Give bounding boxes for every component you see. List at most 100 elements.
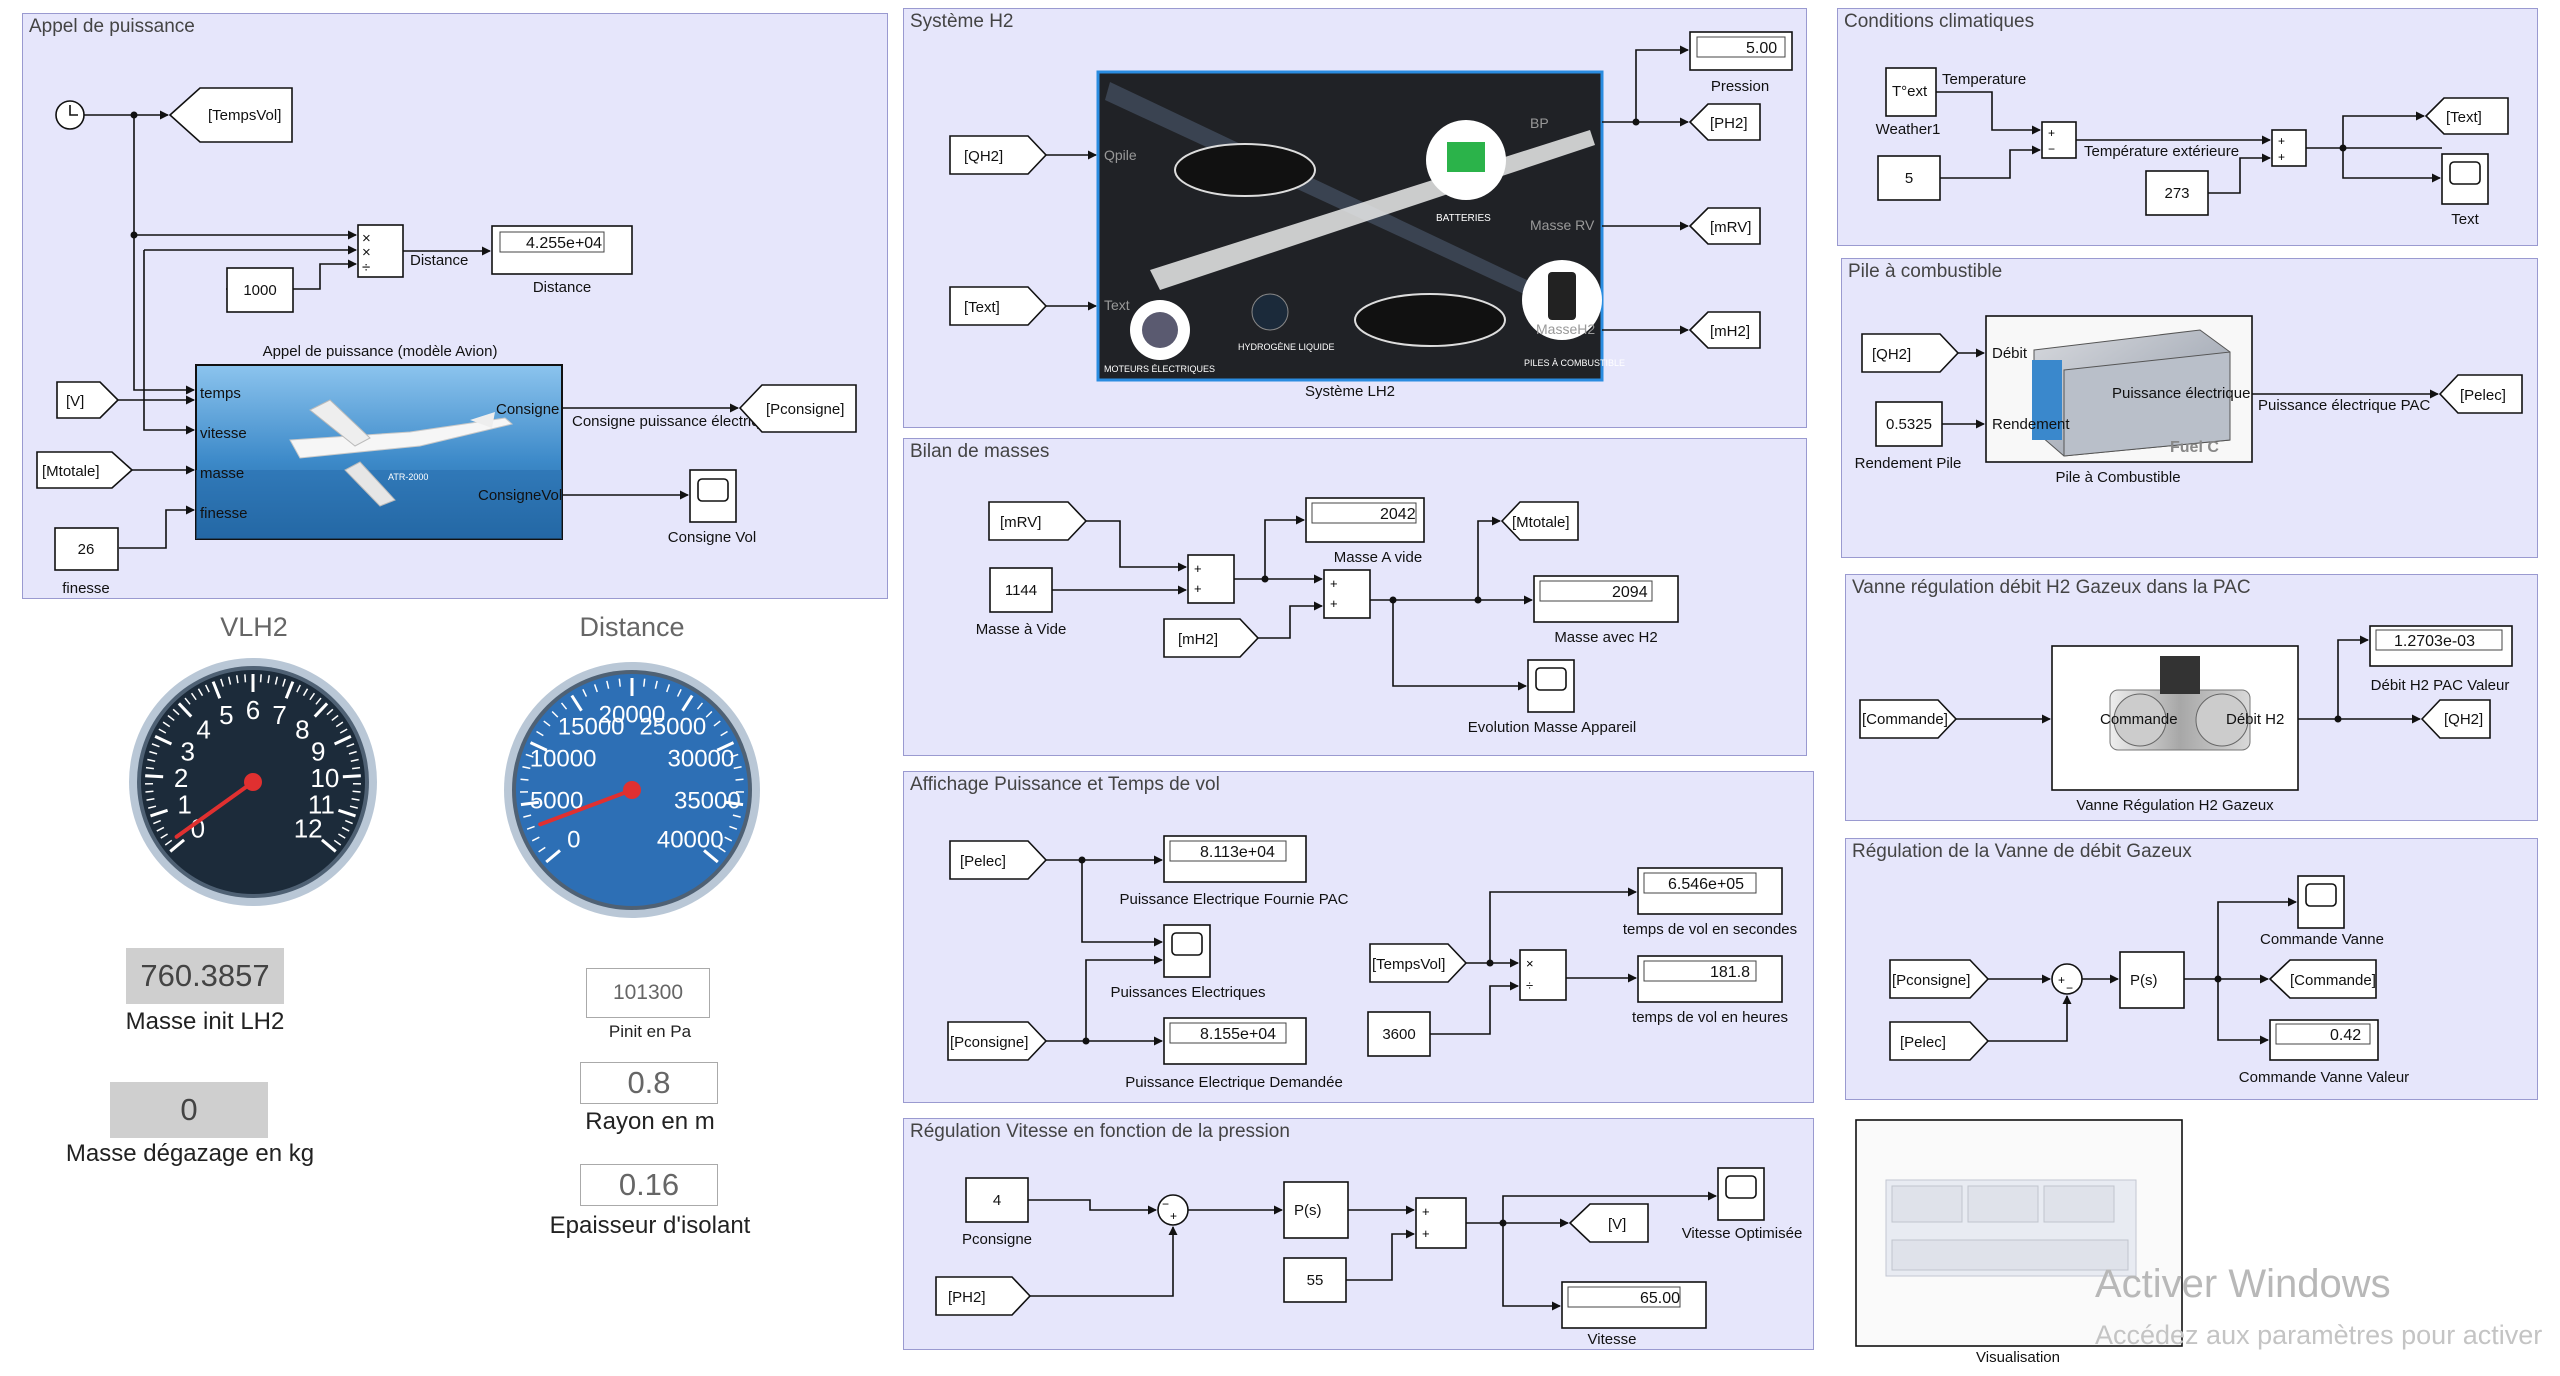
display-pression[interactable]: 5.00	[1689, 31, 1793, 71]
visualisation-block[interactable]	[1855, 1119, 2183, 1347]
sum-block-2[interactable]: ++	[2271, 129, 2307, 167]
display-commande[interactable]: 0.42	[2269, 1019, 2379, 1061]
scope-commande-vanne[interactable]	[2297, 875, 2345, 929]
goto-pelec[interactable]: [Pelec]	[2438, 374, 2523, 414]
const-1000[interactable]: 1000	[226, 267, 294, 313]
scope-consigne-vol[interactable]	[689, 469, 737, 523]
gauge-tick	[543, 720, 551, 727]
display-pdemandee[interactable]: 8.155e+04	[1163, 1017, 1307, 1065]
goto-mh2[interactable]: [mH2]	[1688, 311, 1761, 349]
block-caption: Visualisation	[1976, 1349, 2060, 1366]
sum-circle-vanne[interactable]: +−	[2051, 963, 2083, 995]
from-tempsvol-aff[interactable]: [TempsVol]	[1369, 943, 1468, 983]
area-title: Régulation Vitesse en fonction de la pre…	[910, 1121, 1290, 1142]
goto-text[interactable]: [Text]	[2424, 97, 2509, 135]
divide-block[interactable]: ×÷	[1519, 949, 1567, 1001]
const-1144[interactable]: 1144	[989, 567, 1053, 613]
weather-block[interactable]: T°ext	[1885, 67, 1937, 117]
from-pelec-aff[interactable]: [Pelec]	[949, 840, 1048, 880]
product-block[interactable]: ××÷	[357, 224, 404, 278]
goto-tempsvol[interactable]: [TempsVol]	[168, 87, 293, 143]
subsystem-vanne[interactable]	[2051, 645, 2299, 791]
display-distance[interactable]: 4.255e+04	[491, 225, 633, 275]
gauge-tick	[145, 774, 164, 779]
goto-ph2[interactable]: [PH2]	[1688, 103, 1761, 141]
const-label: 4	[993, 1192, 1001, 1209]
scope-puissances[interactable]	[1163, 924, 1211, 978]
pid-block-vanne[interactable]: P(s)	[2119, 951, 2185, 1009]
from-mh2[interactable]: [mH2]	[1163, 618, 1260, 658]
clock-block[interactable]	[55, 100, 85, 130]
const-3600[interactable]: 3600	[1367, 1011, 1431, 1057]
from-pelec-reg[interactable]: [Pelec]	[1889, 1021, 1990, 1061]
gauge-tick	[720, 730, 728, 737]
from-ph2[interactable]: [PH2]	[935, 1276, 1032, 1316]
subsystem-appel-puissance[interactable]: ATR-2000	[195, 364, 563, 540]
subsystem-pac[interactable]: Fuel C	[1985, 315, 2253, 463]
degazage-display[interactable]: 0	[110, 1082, 268, 1138]
from-qh2[interactable]: [QH2]	[949, 135, 1048, 175]
gauge-tick	[331, 714, 339, 722]
from-text[interactable]: [Text]	[949, 286, 1048, 326]
subsystem-title: Appel de puissance (modèle Avion)	[263, 343, 498, 360]
gauge-tick	[718, 846, 726, 853]
scope-caption: Evolution Masse Appareil	[1468, 719, 1636, 736]
display-tsec[interactable]: 6.546e+05	[1637, 867, 1783, 915]
from-pconsigne-reg[interactable]: [Pconsigne]	[1889, 959, 1990, 999]
from-v[interactable]: [V]	[56, 381, 120, 419]
gauge-tick-label: 30000	[668, 745, 735, 772]
display-debit[interactable]: 1.2703e-03	[2369, 625, 2513, 667]
sum-vitesse[interactable]: ++	[1415, 1197, 1467, 1249]
goto-mtotale[interactable]: [Mtotale]	[1500, 501, 1579, 541]
svg-text:+: +	[1194, 561, 1202, 576]
from-mtotale[interactable]: [Mtotale]	[36, 451, 134, 489]
goto-mrv[interactable]: [mRV]	[1688, 207, 1761, 245]
signal-label: Consigne puissance électrique	[572, 413, 776, 430]
display-masse-avec-h2[interactable]: 2094	[1533, 575, 1679, 623]
gauge-tick	[148, 805, 157, 809]
pinit-label: Pinit en Pa	[608, 1022, 692, 1041]
masse-init-display[interactable]: 760.3857	[126, 948, 284, 1004]
goto-qh2-vanne[interactable]: [QH2]	[2420, 699, 2491, 739]
epaisseur-display[interactable]: 0.16	[580, 1164, 718, 1206]
display-label: temps de vol en heures	[1632, 1009, 1788, 1026]
goto-pconsigne[interactable]: [Pconsigne]	[738, 384, 857, 433]
sum-masse-totale[interactable]: ++	[1323, 569, 1371, 619]
rayon-display[interactable]: 0.8	[580, 1062, 718, 1104]
port-label: Puissance électrique	[2112, 385, 2250, 402]
sum-block-1[interactable]: +−	[2041, 121, 2077, 159]
goto-v[interactable]: [V]	[1568, 1203, 1649, 1243]
gauge-tick	[520, 800, 539, 807]
const-rendement[interactable]: 0.5325	[1875, 401, 1943, 447]
gauge-tick	[349, 805, 358, 809]
sum-masse-vide[interactable]: ++	[1187, 554, 1235, 604]
from-commande[interactable]: [Commande]	[1859, 699, 1958, 739]
gauge-tick	[525, 753, 534, 758]
image-label: BATTERIES	[1436, 213, 1491, 224]
subsystem-lh2[interactable]: BATTERIES HYDROGÈNE LIQUIDE MOTEURS ÉLEC…	[1096, 70, 1625, 382]
display-value: 1.2703e-03	[2394, 633, 2475, 650]
sum-circle-vitesse[interactable]: −+	[1157, 1194, 1189, 1226]
pid-block-vitesse[interactable]: P(s)	[1283, 1181, 1349, 1239]
scope-evolution-masse[interactable]	[1527, 659, 1575, 713]
display-masse-a-vide[interactable]: 2042	[1305, 497, 1425, 543]
scope-text[interactable]	[2441, 153, 2489, 205]
const-4[interactable]: 4	[965, 1177, 1029, 1223]
pinit-display[interactable]: 101300	[586, 968, 710, 1018]
const-55[interactable]: 55	[1283, 1257, 1347, 1303]
from-qh2-pac[interactable]: [QH2]	[1861, 333, 1960, 373]
const-finesse[interactable]: 26	[54, 527, 119, 571]
from-pconsigne-aff[interactable]: [Pconsigne]	[947, 1021, 1048, 1061]
goto-commande[interactable]: [Commande]	[2268, 959, 2377, 999]
display-pfournie[interactable]: 8.113e+04	[1163, 835, 1307, 883]
scope-vitesse[interactable]	[1717, 1167, 1765, 1221]
from-mrv[interactable]: [mRV]	[988, 501, 1088, 541]
display-vitesse[interactable]: 65.00	[1561, 1281, 1707, 1329]
tag-label: [TempsVol]	[208, 107, 281, 124]
tag-label: [Mtotale]	[1512, 514, 1570, 531]
port-label: finesse	[200, 505, 248, 522]
const-5[interactable]: 5	[1877, 155, 1941, 201]
display-th[interactable]: 181.8	[1637, 955, 1783, 1003]
block-label: T°ext	[1892, 83, 1928, 100]
const-273[interactable]: 273	[2145, 170, 2209, 216]
